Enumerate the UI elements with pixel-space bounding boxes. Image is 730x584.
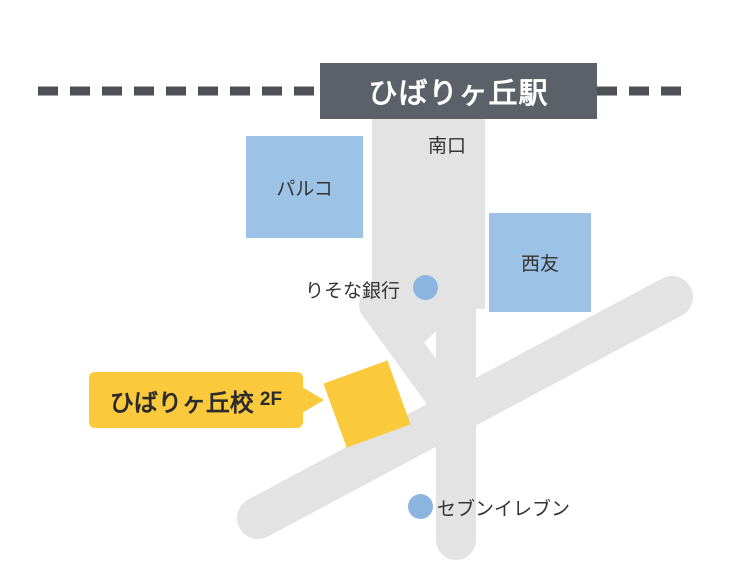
school-name-label: ひばりヶ丘校: [109, 389, 254, 417]
plaza-east-apron: [437, 119, 485, 309]
building-seiyu-label: 西友: [520, 254, 559, 275]
school-floor-label: 2F: [259, 389, 283, 410]
school-callout[interactable]: ひばりヶ丘校 2F: [89, 372, 303, 428]
poi-seven-eleven-label: セブンイレブン: [437, 499, 571, 520]
plaza-west-apron-taper: [372, 300, 406, 358]
building-parco[interactable]: パルコ: [246, 136, 363, 238]
station-name-label: ひばりヶ丘駅: [368, 78, 549, 110]
poi-seven-eleven-marker-icon[interactable]: [408, 494, 433, 519]
station-exit-label: 南口: [428, 136, 467, 157]
callout-arrow-icon: [302, 387, 324, 413]
road-network: [237, 119, 693, 560]
building-parco-label: パルコ: [276, 178, 333, 200]
poi-risona-bank-label: りそな銀行: [305, 281, 401, 302]
building-seiyu[interactable]: 西友: [489, 213, 591, 312]
plaza-west-apron: [372, 119, 406, 319]
poi-risona-bank-marker-icon[interactable]: [413, 275, 438, 300]
station-banner: ひばりヶ丘駅: [320, 63, 597, 119]
